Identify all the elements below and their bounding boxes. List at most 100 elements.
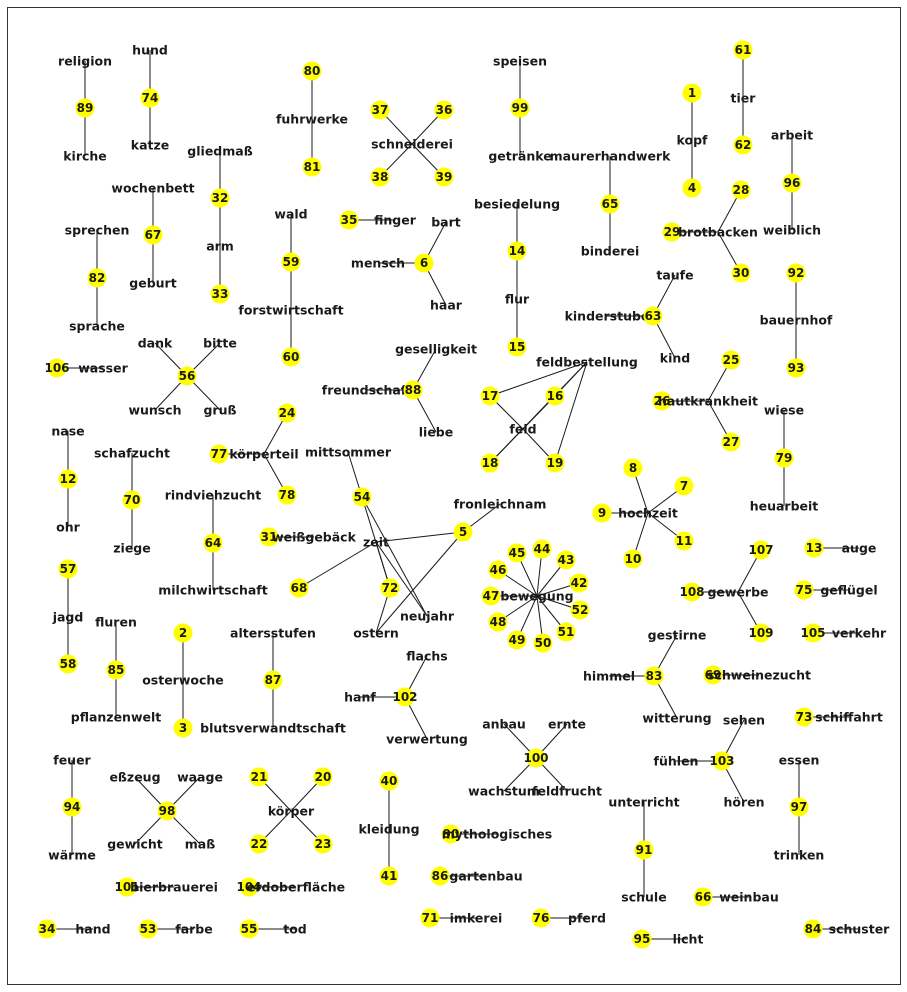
graph-node-word: fühlen [654,754,699,769]
graph-node-number: 78 [277,485,297,505]
node-number-label: 79 [776,451,793,465]
node-word-label: ernte [548,717,586,732]
graph-node-word: binderei [581,244,639,259]
node-number-label: 104 [236,880,261,894]
graph-node-number: 11 [674,531,694,551]
graph-node-number: 74 [140,88,160,108]
node-word-label: geburt [129,276,176,291]
node-word-label: wiese [764,403,804,418]
node-circle [569,573,589,593]
node-word-label: auge [842,541,877,556]
node-word-label: pferd [568,911,606,926]
node-circle [140,88,160,108]
graph-node-word: feldfrucht [532,784,602,799]
node-word-label: zeit [363,535,389,550]
node-word-label: altersstufen [230,626,316,641]
node-number-label: 40 [381,774,398,788]
node-number-label: 46 [490,563,507,577]
graph-node-word: trinken [774,848,825,863]
node-word-label: bitte [203,336,237,351]
graph-node-number: 83 [644,666,664,686]
graph-node-number: 16 [545,386,565,406]
node-word-label: forstwirtschaft [238,303,343,318]
edge-n5-w_ostern [375,531,464,634]
graph-node-number: 67 [143,225,163,245]
graph-node-word: bierbrauerei [130,880,218,895]
node-circle [58,559,78,579]
node-number-label: 30 [733,266,750,280]
node-number-label: 58 [60,657,77,671]
node-word-label: eßzeug [109,770,160,785]
node-circle [259,527,279,547]
node-number-label: 102 [392,690,417,704]
graph-node-number: 46 [488,560,508,580]
graph-node-word: imkerei [450,911,503,926]
node-circle [117,877,137,897]
node-number-label: 103 [709,754,734,768]
node-word-label: sprache [69,319,125,334]
node-word-label: bewegung [500,589,573,604]
node-word-label: feld [509,422,536,437]
node-number-label: 106 [44,361,69,375]
graph-node-word: pferd [568,911,606,926]
node-word-label: schneiderei [371,137,453,152]
graph-node-number: 25 [721,350,741,370]
node-circle [774,448,794,468]
graph-node-word: heuarbeit [750,499,819,514]
graph-node-number: 97 [789,797,809,817]
graph-node-word: fronleichnam [454,497,547,512]
graph-node-word: ohr [56,520,80,535]
graph-node-word: mittsommer [305,445,392,460]
node-number-label: 92 [788,266,805,280]
node-word-label: mythologisches [442,827,552,842]
node-word-label: gestirne [648,628,707,643]
node-word-label: wunsch [128,403,181,418]
node-word-label: fühlen [654,754,699,769]
node-circle [751,623,771,643]
graph-node-number: 48 [488,612,508,632]
graph-node-word: eßzeug [109,770,160,785]
graph-node-word: weißgebäck [272,530,357,545]
graph-node-number: 42 [569,573,589,593]
node-number-label: 85 [108,663,125,677]
node-word-label: licht [673,932,704,947]
node-circle [177,366,197,386]
node-number-label: 38 [372,170,389,184]
graph-node-number: 51 [556,622,576,642]
graph-node-word: geflügel [820,583,877,598]
node-circle [526,748,546,768]
node-number-label: 7 [680,479,688,493]
graph-node-number: 50 [533,633,553,653]
node-word-label: gruß [203,403,236,418]
graph-node-word: getränke [488,149,551,164]
node-number-label: 86 [432,869,449,883]
graph-node-word: wochenbett [111,181,194,196]
graph-node-number: 86 [430,866,450,886]
node-number-label: 65 [602,197,619,211]
node-number-label: 39 [436,170,453,184]
node-number-label: 77 [211,447,228,461]
graph-node-word: tier [731,91,757,106]
node-number-label: 96 [784,176,801,190]
graph-node-word: wald [274,207,307,222]
node-circle [533,633,553,653]
node-number-label: 42 [571,576,588,590]
graph-node-word: schafzucht [94,446,170,461]
node-number-label: 18 [482,456,499,470]
node-word-label: weinbau [719,890,779,905]
node-number-label: 51 [558,625,575,639]
node-word-label: liebe [419,425,453,440]
node-number-label: 45 [509,546,526,560]
graph-node-word: schiffahrt [815,710,883,725]
node-circle [434,100,454,120]
graph-node-number: 60 [281,347,301,367]
graph-node-number: 69 [703,665,723,685]
graph-node-word: nase [51,424,84,439]
node-circle [488,612,508,632]
graph-node-number: 8 [623,458,643,478]
graph-node-number: 7 [674,476,694,496]
node-number-label: 105 [800,626,825,640]
node-circle [507,337,527,357]
graph-node-word: religion [58,54,112,69]
